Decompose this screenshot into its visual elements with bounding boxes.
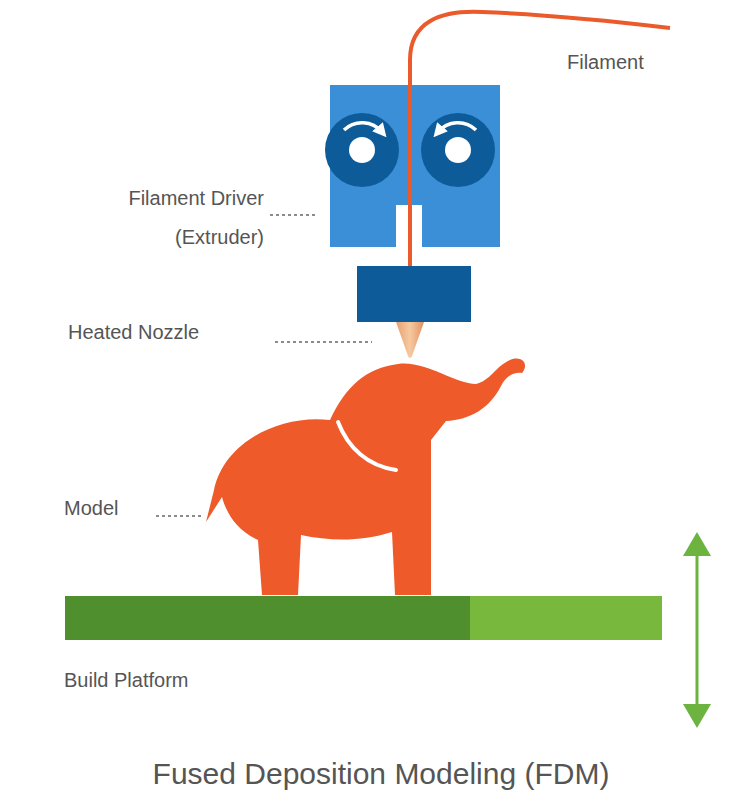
leader-line bbox=[270, 214, 316, 216]
callout-label: Filament bbox=[567, 50, 717, 74]
drive-wheel bbox=[421, 113, 495, 187]
leader-line bbox=[275, 341, 372, 343]
leader-line bbox=[156, 515, 204, 517]
wheel-hub bbox=[445, 137, 471, 163]
callout-label: Heated Nozzle bbox=[68, 320, 268, 344]
callout-label: Filament Driver (Extruder) bbox=[60, 179, 264, 257]
filament-strand bbox=[410, 12, 670, 268]
diagram-title: Fused Deposition Modeling (FDM) bbox=[153, 757, 610, 791]
arrowhead bbox=[683, 704, 711, 728]
arrowhead bbox=[683, 532, 711, 556]
callout-label: Model bbox=[64, 496, 154, 520]
drive-wheel bbox=[325, 113, 399, 187]
ear-line bbox=[338, 422, 396, 470]
rotation-arrow bbox=[344, 123, 382, 132]
heater-block bbox=[357, 266, 471, 322]
wheel-hub bbox=[349, 137, 375, 163]
callout-label: Build Platform bbox=[64, 668, 284, 692]
build-platform-highlight bbox=[470, 596, 662, 640]
heated-nozzle bbox=[396, 322, 424, 358]
rotation-arrow bbox=[438, 123, 476, 132]
build-platform bbox=[65, 596, 470, 640]
elephant-model bbox=[206, 358, 525, 595]
motion-arrow bbox=[696, 548, 699, 712]
